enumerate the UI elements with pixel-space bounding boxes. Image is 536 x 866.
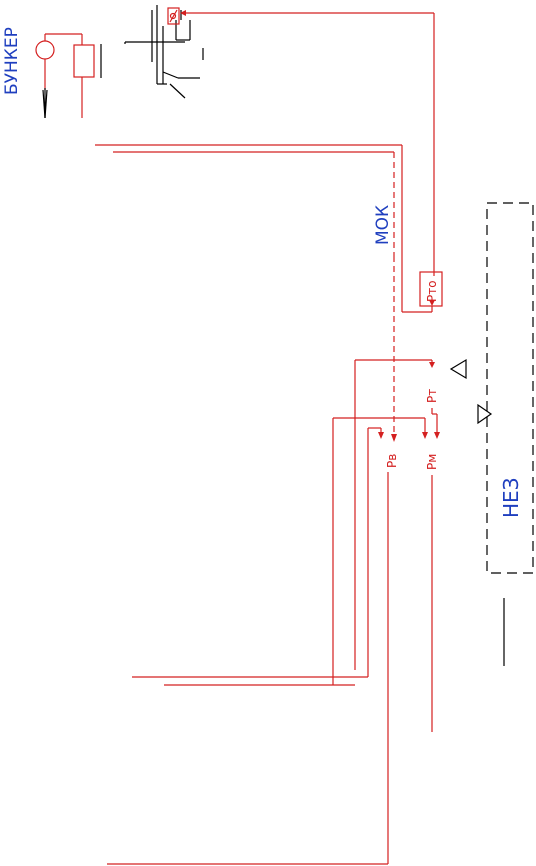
nez-label: НЕЗ xyxy=(499,478,523,519)
sensor-probe-icon xyxy=(42,88,48,119)
rto-relay-box xyxy=(419,271,443,307)
rto-feedback-wire xyxy=(180,10,435,276)
output-wires xyxy=(107,472,433,865)
rv-rm-wires xyxy=(132,408,440,685)
level-lower-triangle-icon xyxy=(477,403,493,425)
hopper-valve-mechanism xyxy=(124,5,204,99)
rt-wires xyxy=(164,359,435,686)
gate-actuator xyxy=(167,7,180,25)
mok-label: МОК xyxy=(373,205,393,245)
mok-feed-wires xyxy=(95,144,435,442)
rt-label: Рт xyxy=(425,389,439,403)
rm-label: Рм xyxy=(425,454,439,470)
bunker-motor-group xyxy=(35,33,102,119)
level-upper-triangle-icon xyxy=(449,358,467,380)
starter-box xyxy=(73,44,95,78)
motor-symbol xyxy=(35,40,55,60)
bunker-label: БУНКЕР xyxy=(2,27,22,95)
rv-label: Рв xyxy=(385,454,399,468)
rto-label: Рто xyxy=(425,280,439,302)
nez-zone-box xyxy=(486,202,534,574)
